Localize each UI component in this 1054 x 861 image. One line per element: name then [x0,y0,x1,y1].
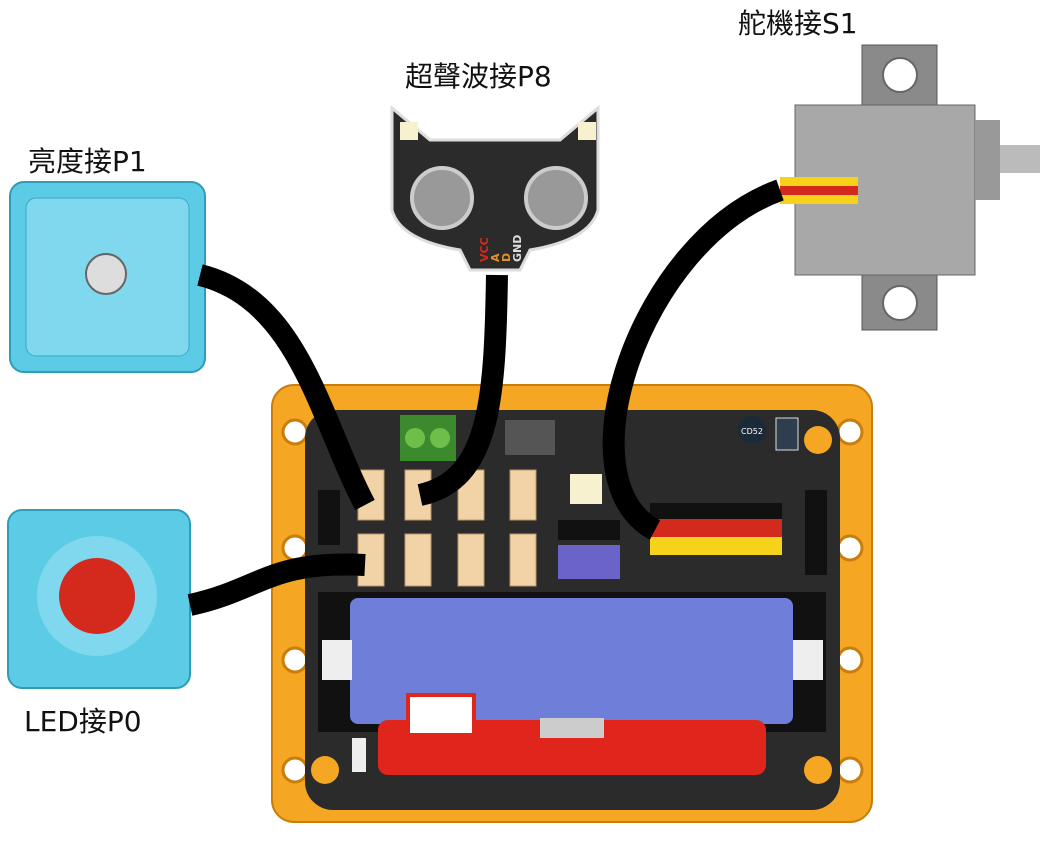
ultrasonic-module: VCC A D GND [390,104,600,272]
led-label: LED接P0 [24,705,142,738]
cables [187,179,784,616]
battery [350,598,793,724]
i2c-connector [558,545,620,579]
servo-motor [780,44,1040,331]
pin-vcc: VCC [478,237,491,262]
cable-led [187,553,366,616]
chip-label: CD52 [741,427,763,436]
light-sensor-module [9,181,206,373]
servo-header [650,503,782,555]
cable-ultrasonic [417,274,508,506]
cable-servo [602,179,784,540]
pin-gnd: GND [511,235,524,262]
pin-d: D [500,253,513,262]
light-sensor-label: 亮度接P1 [28,145,147,178]
cable-light-sensor [196,264,375,511]
led-module [7,509,191,689]
reset-button[interactable] [352,738,366,772]
power-switch[interactable] [505,420,555,455]
servo-label: 舵機接S1 [738,7,858,40]
ultrasonic-label: 超聲波接P8 [405,60,552,93]
chip [738,416,766,444]
pin-a: A [489,253,502,262]
